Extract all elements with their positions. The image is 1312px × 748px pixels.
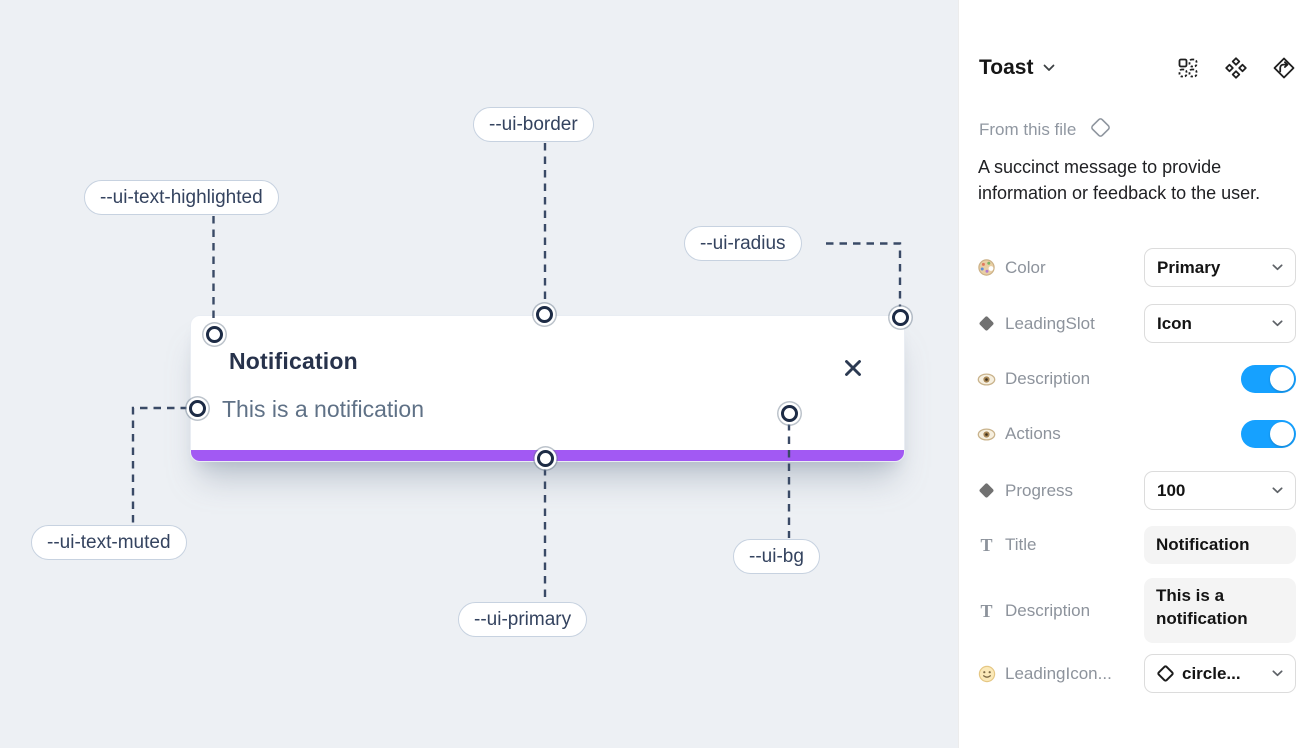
description-toggle[interactable] xyxy=(1241,365,1296,393)
callout-ui-text-muted[interactable]: --ui-text-muted xyxy=(31,525,187,560)
connector-node-text-highlighted[interactable] xyxy=(206,326,223,343)
properties-panel: Toast xyxy=(958,0,1312,748)
prop-row-leadingslot: LeadingSlot Icon xyxy=(977,304,1296,343)
progress-select-value: 100 xyxy=(1157,480,1186,500)
toast-title: Notification xyxy=(229,348,358,374)
color-select-value: Primary xyxy=(1157,257,1221,277)
connector-node-bg[interactable] xyxy=(781,405,798,422)
title-field[interactable]: Notification xyxy=(1144,526,1296,564)
panel-header-icons xyxy=(1176,56,1296,80)
callout-ui-bg[interactable]: --ui-bg xyxy=(733,539,820,574)
prop-row-leadingicon: LeadingIcon... circle... xyxy=(977,654,1296,693)
callout-ui-text-highlighted[interactable]: --ui-text-highlighted xyxy=(84,180,279,215)
prop-label-progress: Progress xyxy=(1005,480,1074,500)
leadingicon-select-value: circle... xyxy=(1182,663,1241,683)
chevron-down-icon xyxy=(1272,320,1283,327)
source-label: From this file xyxy=(979,120,1077,139)
diamond-icon xyxy=(977,315,996,332)
actions-toggle[interactable] xyxy=(1241,420,1296,448)
connector-node-radius[interactable] xyxy=(892,309,909,326)
close-icon[interactable] xyxy=(842,357,864,379)
prop-row-description-text: T Description This is a notification xyxy=(977,578,1296,643)
leadingslot-select-value: Icon xyxy=(1157,313,1192,333)
prop-row-color: Color Primary xyxy=(977,248,1296,287)
palette-icon xyxy=(977,258,996,277)
connector-node-primary[interactable] xyxy=(537,450,554,467)
component-icon[interactable] xyxy=(1224,56,1248,80)
chevron-down-icon xyxy=(1272,264,1283,271)
source-row: From this file xyxy=(979,114,1114,146)
go-to-main-component-icon[interactable] xyxy=(1272,56,1296,80)
color-select[interactable]: Primary xyxy=(1144,248,1296,287)
component-title[interactable]: Toast xyxy=(979,56,1034,79)
smiley-icon xyxy=(977,665,996,683)
prop-row-actions-toggle: Actions xyxy=(977,415,1296,453)
diamond-outline-icon xyxy=(1156,664,1175,683)
title-field-value: Notification xyxy=(1156,535,1250,554)
chevron-down-icon xyxy=(1272,487,1283,494)
chevron-down-icon[interactable] xyxy=(1043,64,1055,72)
panel-header: Toast xyxy=(979,56,1296,80)
prop-label-description: Description xyxy=(1005,369,1091,388)
prop-label-actions: Actions xyxy=(1005,424,1061,443)
connector-node-text-muted[interactable] xyxy=(189,400,206,417)
text-icon: T xyxy=(980,600,993,621)
callout-ui-primary[interactable]: --ui-primary xyxy=(458,602,588,637)
prop-row-description-toggle: Description xyxy=(977,360,1296,398)
prop-label-description-text: Description xyxy=(1005,600,1091,620)
callout-ui-border[interactable]: --ui-border xyxy=(473,107,594,142)
prop-row-title: T Title Notification xyxy=(977,526,1296,564)
description-field-value: This is a notification xyxy=(1156,586,1248,628)
toast-description: This is a notification xyxy=(222,396,424,422)
component-props-icon[interactable] xyxy=(1176,56,1200,80)
prop-label-color: Color xyxy=(1005,257,1046,277)
chevron-down-icon xyxy=(1272,670,1283,677)
prop-row-progress: Progress 100 xyxy=(977,471,1296,510)
prop-label-leadingslot: LeadingSlot xyxy=(1005,313,1095,333)
connector-node-border[interactable] xyxy=(536,306,553,323)
eye-icon xyxy=(977,427,996,441)
diamond-outline-icon xyxy=(1087,114,1114,146)
component-description: A succinct message to provide informatio… xyxy=(978,157,1261,203)
diamond-icon xyxy=(977,482,996,499)
leadingicon-select[interactable]: circle... xyxy=(1144,654,1296,693)
leadingslot-select[interactable]: Icon xyxy=(1144,304,1296,343)
prop-label-title: Title xyxy=(1005,535,1037,554)
progress-select[interactable]: 100 xyxy=(1144,471,1296,510)
callout-ui-radius[interactable]: --ui-radius xyxy=(684,226,802,261)
eye-icon xyxy=(977,372,996,386)
toast-component[interactable]: Notification This is a notification xyxy=(190,315,905,462)
prop-label-leadingicon: LeadingIcon... xyxy=(1005,663,1112,683)
text-icon: T xyxy=(980,535,993,555)
design-canvas[interactable]: Notification This is a notification --ui… xyxy=(0,0,958,748)
description-field[interactable]: This is a notification xyxy=(1144,578,1296,643)
